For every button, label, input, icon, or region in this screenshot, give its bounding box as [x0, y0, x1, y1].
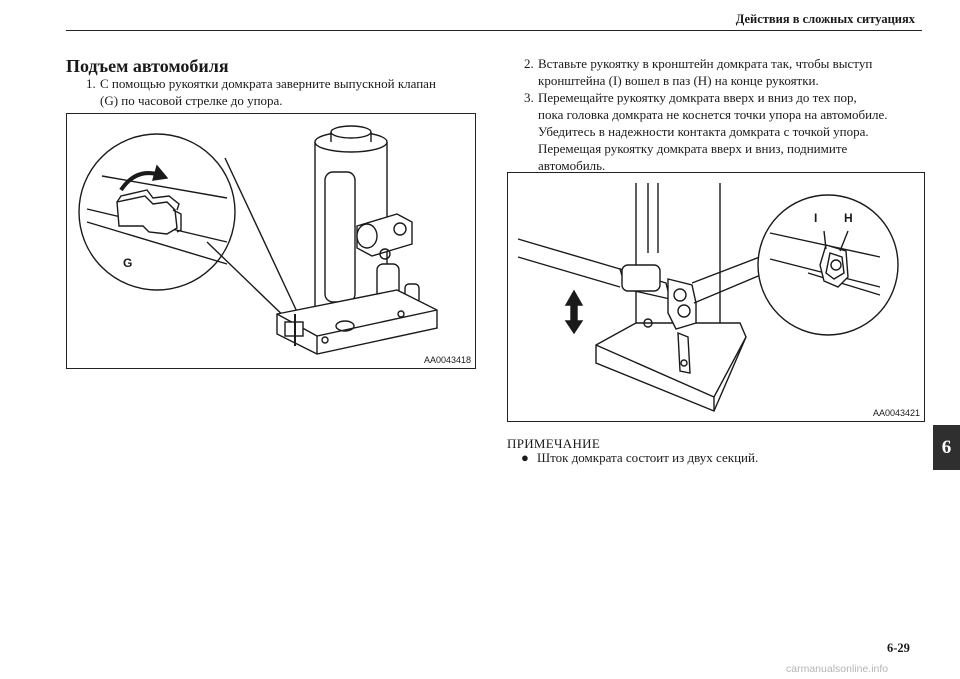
step-3-number: 3.	[524, 90, 534, 105]
step-3-line-5: автомобиль.	[538, 158, 606, 173]
jack-valve-illustration	[78, 125, 438, 355]
chapter-tab: 6	[933, 425, 960, 470]
label-i: I	[814, 211, 818, 225]
note-text: Шток домкрата состоит из двух секций.	[537, 450, 759, 465]
step-3: 3. Перемещайте рукоятку домкрата вверх и…	[524, 89, 888, 174]
figure-insert-handle: I H AA0043421	[507, 172, 925, 422]
header-divider	[66, 30, 922, 31]
jack-handle-illustration	[517, 183, 899, 412]
step-1-number: 1.	[86, 76, 96, 91]
figure-2-code: AA0043421	[872, 408, 920, 418]
step-2: 2. Вставьте рукоятку в кронштейн домкрат…	[524, 55, 872, 89]
step-2-number: 2.	[524, 56, 534, 71]
step-3-line-1: Перемещайте рукоятку домкрата вверх и вн…	[538, 90, 857, 105]
step-2-line-1: Вставьте рукоятку в кронштейн домкрата т…	[538, 56, 873, 71]
figure-1-code: AA0043418	[423, 355, 471, 365]
watermark: carmanualsonline.info	[786, 663, 889, 675]
label-g: G	[123, 256, 133, 270]
step-1-line-2: (G) по часовой стрелке до упора.	[100, 93, 283, 108]
page-title: Подъем автомобиля	[66, 56, 229, 76]
step-3-line-4: Перемещая рукоятку домкрата вверх и вниз…	[538, 141, 848, 156]
figure-release-valve: G AA0043418	[66, 113, 476, 369]
page-number: 6-29	[887, 641, 910, 655]
step-1-line-1: С помощью рукоятки домкрата заверните вы…	[100, 76, 436, 91]
step-1: 1. С помощью рукоятки домкрата заверните…	[86, 75, 436, 109]
label-h: H	[844, 211, 853, 225]
bullet-icon: ●	[521, 450, 529, 465]
note-heading: ПРИМЕЧАНИЕ	[507, 436, 601, 451]
step-3-line-3: Убедитесь в надежности контакта домкрата…	[538, 124, 869, 139]
note-item: ● Шток домкрата состоит из двух секций.	[521, 450, 758, 466]
step-2-line-2: кронштейна (I) вошел в паз (H) на конце …	[538, 73, 819, 88]
section-header: Действия в сложных ситуациях	[735, 12, 915, 26]
step-3-line-2: пока головка домкрата не коснется точки …	[538, 107, 888, 122]
